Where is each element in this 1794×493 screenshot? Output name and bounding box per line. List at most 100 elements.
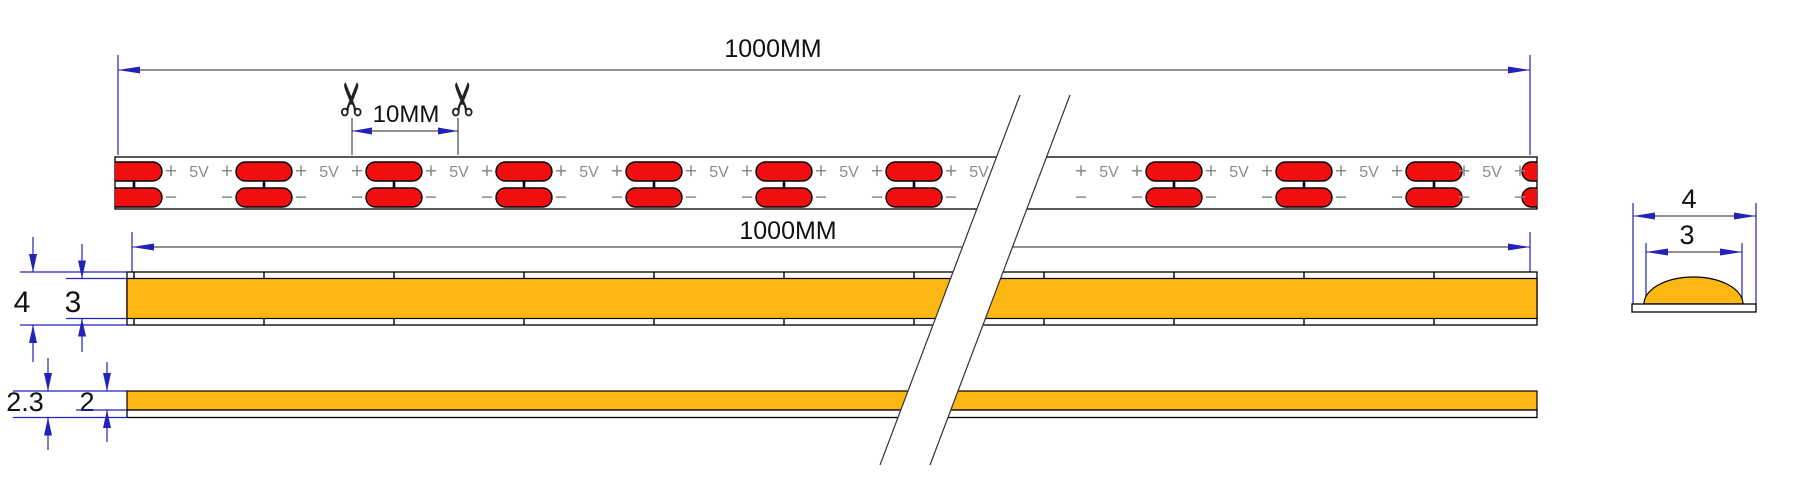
voltage-label: 5V <box>1229 164 1249 181</box>
arrowhead-right <box>438 127 458 135</box>
phosphor-dome <box>1643 276 1744 305</box>
arrowhead-up <box>78 318 86 337</box>
minus-sign: − <box>945 186 957 209</box>
front-view-height-dims: 4 3 <box>14 237 127 362</box>
led-pad-top <box>495 161 553 182</box>
led-pad-bottom <box>115 187 163 208</box>
led-pad-top <box>235 161 293 182</box>
plus-sign: + <box>165 160 177 183</box>
led-pad-bottom <box>755 187 813 208</box>
led-pad-bottom <box>495 187 553 208</box>
led-pad-bottom <box>1275 187 1333 208</box>
top-length-label: 1000MM <box>724 35 821 63</box>
led-layer <box>126 390 1538 411</box>
outer-height-label: 4 <box>14 286 31 319</box>
plus-sign: + <box>351 160 363 183</box>
backing-layer <box>126 409 1538 419</box>
voltage-label: 5V <box>1099 164 1119 181</box>
plus-sign: + <box>1391 160 1403 183</box>
minus-sign: − <box>1131 186 1143 209</box>
minus-sign: − <box>295 186 307 209</box>
led-pad-top <box>755 161 813 182</box>
plus-sign: + <box>1075 160 1087 183</box>
voltage-label: 5V <box>189 164 209 181</box>
strip-side-view <box>126 390 1538 419</box>
voltage-label: 5V <box>839 164 859 181</box>
minus-sign: − <box>1458 186 1470 209</box>
arrowhead-up <box>44 417 52 436</box>
led-pad-top <box>1145 161 1203 182</box>
voltage-label: 5V <box>1359 164 1379 181</box>
minus-sign: − <box>1261 186 1273 209</box>
break-mask <box>880 95 1070 465</box>
arrowhead-down <box>103 373 111 391</box>
minus-sign: − <box>611 186 623 209</box>
plus-sign: + <box>1261 160 1273 183</box>
mid-length-dimension: 1000MM <box>131 217 1531 272</box>
led-pad-top <box>885 161 943 182</box>
voltage-label: 5V <box>709 164 729 181</box>
plus-sign: + <box>815 160 827 183</box>
cut-ticks-layer <box>133 272 1435 325</box>
led-height-label: 3 <box>65 286 82 319</box>
plus-sign: + <box>871 160 883 183</box>
strip-top-view: +5V + − − +5V + − − +5V + − − +5V + − − +5V + − − +5V + − − +5V +… <box>114 156 1538 210</box>
cut-pitch-label: 10MM <box>373 101 440 128</box>
led-pad-top <box>1405 161 1463 182</box>
minus-sign: − <box>1514 186 1526 209</box>
led-pad-top <box>365 161 423 182</box>
cross-section-view: 4 3 <box>1631 184 1757 313</box>
plus-sign: + <box>555 160 567 183</box>
plus-sign: + <box>1205 160 1217 183</box>
mid-length-label: 1000MM <box>739 217 836 245</box>
scissors-icon: ✂ <box>437 80 489 119</box>
led-pad-top <box>115 161 163 182</box>
arrowhead-right <box>1720 248 1742 256</box>
section-dome-width-label: 3 <box>1679 220 1694 250</box>
plus-sign: + <box>685 160 697 183</box>
minus-sign: − <box>1391 186 1403 209</box>
minus-sign: − <box>221 186 233 209</box>
minus-sign: − <box>1335 186 1347 209</box>
led-emitting-band <box>126 277 1538 320</box>
cut-mark-dimension: ✂ ✂ 10MM <box>326 80 489 155</box>
arrowhead-down <box>78 260 86 279</box>
minus-sign: − <box>871 186 883 209</box>
led-pad-top <box>625 161 683 182</box>
arrowhead-left <box>1633 212 1655 220</box>
led-pad-bottom <box>885 187 943 208</box>
voltage-label: 5V <box>319 164 339 181</box>
arrowhead-right <box>1508 66 1530 74</box>
voltage-label: 5V <box>969 164 989 181</box>
led-pad-bottom <box>1521 187 1537 208</box>
arrowhead-up <box>103 410 111 428</box>
minus-sign: − <box>351 186 363 209</box>
led-pad-bottom <box>625 187 683 208</box>
led-pad-bottom <box>1405 187 1463 208</box>
plus-sign: + <box>1131 160 1143 183</box>
plus-sign: + <box>1514 160 1526 183</box>
voltage-label: 5V <box>579 164 599 181</box>
led-pad-top <box>1521 161 1537 182</box>
arrowhead-left <box>1646 248 1668 256</box>
plus-sign: + <box>611 160 623 183</box>
plus-sign: + <box>221 160 233 183</box>
led-pad-bottom <box>1145 187 1203 208</box>
plus-sign: + <box>481 160 493 183</box>
arrowhead-up <box>29 325 37 343</box>
strip-front-view <box>126 271 1538 326</box>
section-outer-width-label: 4 <box>1681 184 1696 214</box>
minus-sign: − <box>165 186 177 209</box>
voltage-label: 5V <box>449 164 469 181</box>
pads-layer: +5V + − − +5V + − − +5V + − − +5V + − − +5V + − − +5V + − − +5V +… <box>115 160 1537 209</box>
arrowhead-right <box>1734 212 1756 220</box>
base-plate <box>1631 303 1757 313</box>
led-pad-bottom <box>365 187 423 208</box>
plus-sign: + <box>1335 160 1347 183</box>
led-pad-bottom <box>235 187 293 208</box>
plus-sign: + <box>945 160 957 183</box>
minus-sign: − <box>741 186 753 209</box>
minus-sign: − <box>555 186 567 209</box>
